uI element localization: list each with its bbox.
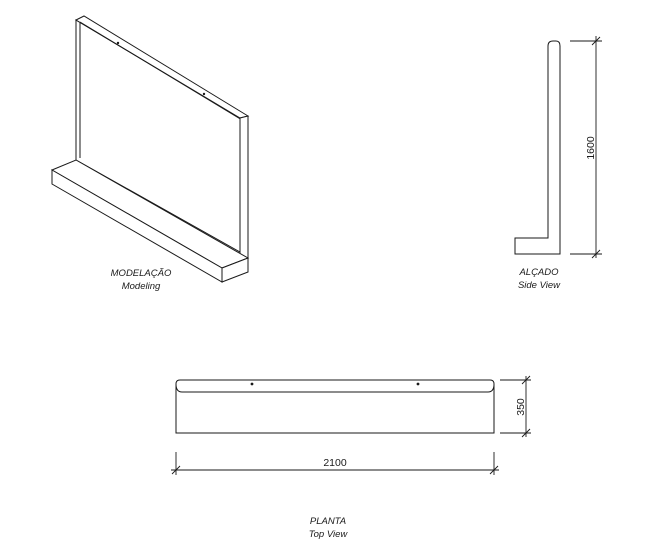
width-dimension-label: 2100 (323, 457, 347, 469)
top-outline (175, 379, 495, 434)
side-view-drawing (514, 40, 561, 255)
height-dimension-line (570, 36, 602, 259)
top-fixing-point-right (416, 382, 420, 386)
panel-right-side (239, 115, 249, 263)
modeling-title: MODELAÇÃO (111, 268, 172, 279)
isometric-model-drawing (50, 15, 250, 283)
top-view-drawing (175, 379, 495, 434)
top-fixing-point-left (250, 382, 254, 386)
height-dimension-label: 1600 (585, 136, 597, 160)
top-inner-edge (175, 383, 495, 393)
panel-top-inner-line (79, 21, 243, 121)
depth-dimension-label: 350 (515, 398, 527, 416)
side-profile (514, 40, 561, 255)
width-dimension-line (171, 452, 499, 475)
fixing-point-right (202, 92, 206, 96)
side-view-title: ALÇADO (518, 267, 559, 278)
side-view-subtitle: Side View (518, 280, 561, 291)
fixing-point-left (116, 41, 120, 45)
shelf-right-face (221, 257, 249, 283)
top-view-title: PLANTA (310, 516, 346, 527)
depth-dimension-line (500, 375, 531, 438)
top-view-subtitle: Top View (309, 529, 349, 540)
modeling-subtitle: Modeling (122, 281, 161, 292)
